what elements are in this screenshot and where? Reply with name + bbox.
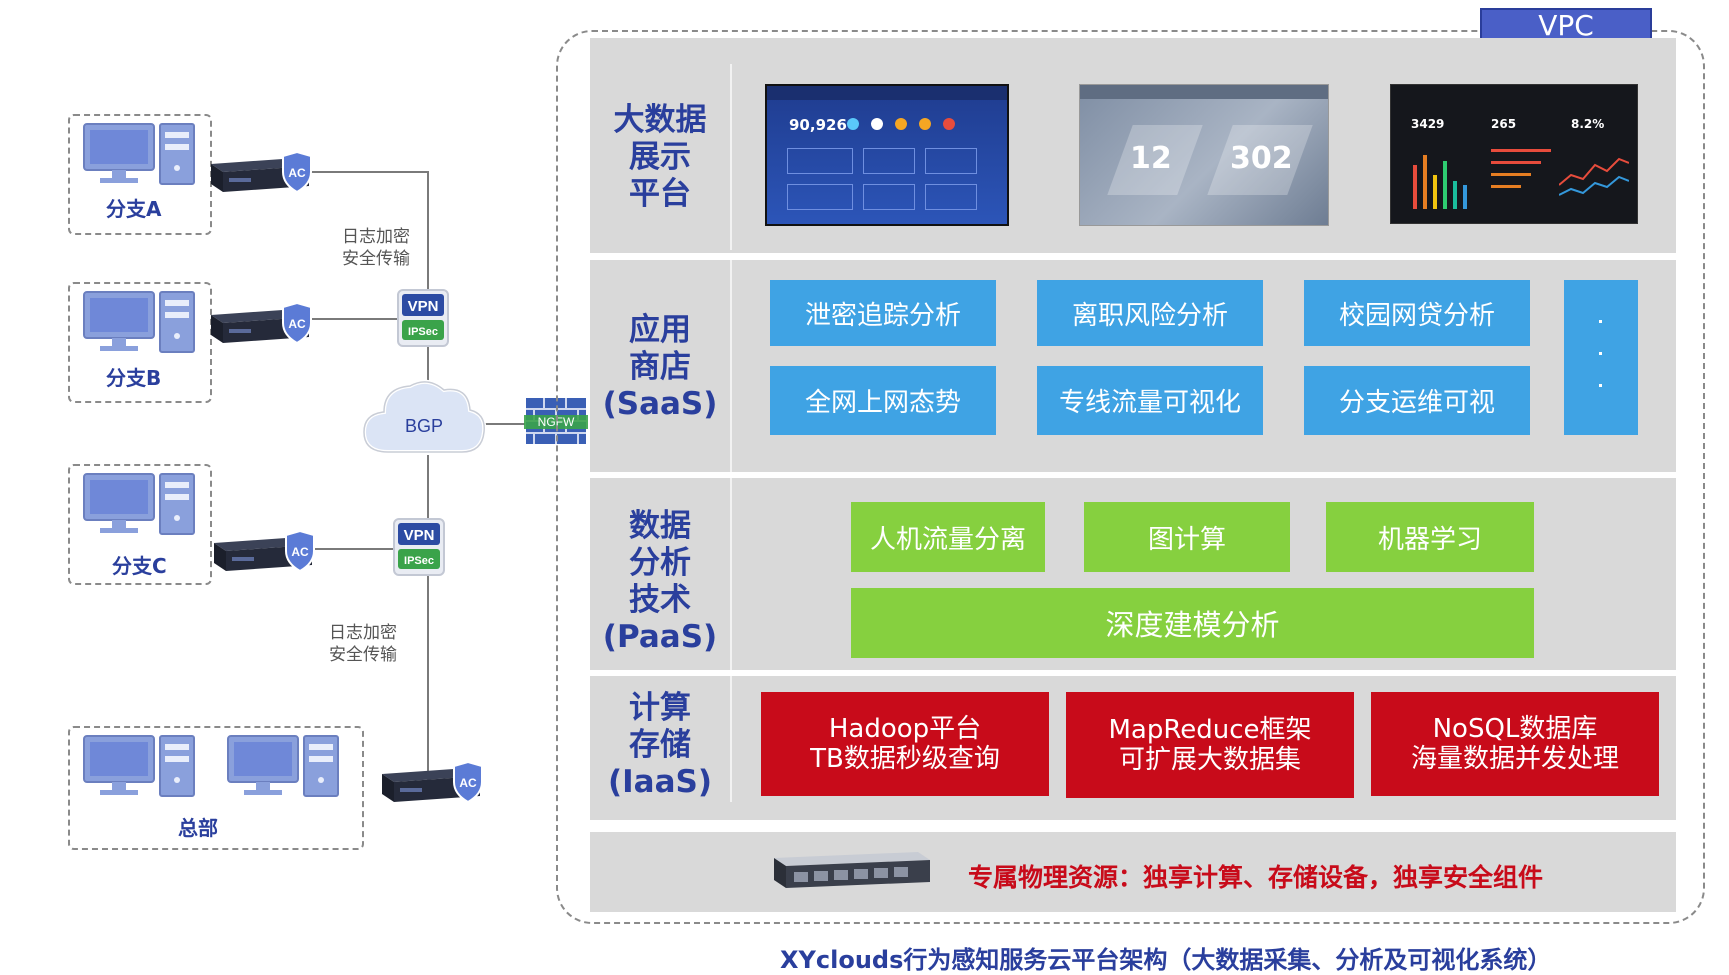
saas-app-box: 分支运维可视	[1304, 366, 1530, 435]
layer-divider	[730, 478, 732, 670]
title-line: 数据	[629, 508, 691, 544]
vpn-ipsec-icon: VPN IPSec	[393, 518, 445, 576]
log-note-bottom: 日志加密 安全传输	[323, 622, 403, 666]
layer-physical	[590, 832, 1676, 912]
rack-server-icon	[774, 852, 930, 888]
note-line: 日志加密	[329, 623, 397, 643]
title-line: 技术	[629, 582, 691, 618]
layer-divider	[730, 64, 732, 250]
title-line: 应用	[629, 312, 691, 348]
iaas-line: NoSQL数据库	[1432, 714, 1598, 744]
layer-divider	[730, 260, 732, 472]
branch-b-box	[68, 282, 212, 403]
screen-metric: 302	[1230, 141, 1293, 176]
paas-deep-modeling-box: 深度建模分析	[851, 588, 1534, 658]
headquarters-box	[68, 726, 364, 850]
dashboard-screenshot-2: 12 302	[1079, 84, 1329, 226]
title-line: 商店	[629, 349, 691, 385]
saas-app-box: 离职风险分析	[1037, 280, 1263, 346]
layer-title: 应用 商店 (SaaS)	[590, 312, 730, 423]
ac-text: AC	[291, 545, 309, 559]
saas-app-box: 专线流量可视化	[1037, 366, 1263, 435]
ac-text: AC	[459, 776, 477, 790]
iaas-component-box: MapReduce框架 可扩展大数据集	[1066, 692, 1354, 798]
bgp-cloud-icon: BGP	[361, 379, 487, 454]
screen-metric: 265	[1491, 117, 1517, 131]
desktop-computer-icon	[83, 123, 195, 185]
screen-metric: 90,926	[789, 116, 847, 134]
branch-a-label: 分支A	[106, 197, 162, 221]
line-cloud-firewall	[485, 423, 525, 425]
saas-app-box: 全网上网态势	[770, 366, 996, 435]
vpn-text: VPN	[408, 298, 439, 315]
note-line: 安全传输	[342, 249, 410, 269]
iaas-line: 海量数据并发处理	[1410, 744, 1619, 774]
vpc-frame	[556, 30, 1705, 924]
note-line: 日志加密	[342, 227, 410, 247]
title-line: (IaaS)	[607, 764, 713, 800]
paas-tech-box: 机器学习	[1326, 502, 1534, 572]
ac-gateway-icon: AC	[382, 760, 483, 804]
line-a-horizontal	[300, 171, 428, 173]
line-trunk-bottom	[427, 455, 429, 785]
line-b-horizontal	[300, 318, 400, 320]
ac-text: AC	[288, 317, 306, 331]
vpn-text: VPN	[404, 527, 435, 544]
line-trunk-top	[427, 171, 429, 401]
layer-title: 数据 分析 技术 (PaaS)	[590, 508, 730, 656]
paas-tech-box: 图计算	[1084, 502, 1290, 572]
branch-c-label: 分支C	[112, 554, 167, 578]
saas-app-box: 校园网贷分析	[1304, 280, 1530, 346]
ac-gateway-icon: AC	[211, 150, 312, 194]
iaas-line: 可扩展大数据集	[1118, 745, 1301, 775]
desktop-computer-icon	[83, 735, 195, 797]
branch-c-box	[68, 464, 212, 585]
title-line: (PaaS)	[602, 619, 718, 655]
dashboard-screenshot-1: 90,926	[765, 84, 1009, 226]
title-line: (SaaS)	[602, 386, 718, 422]
title-line: 计算	[629, 690, 691, 726]
physical-resource-text: 专属物理资源：独享计算、存储设备，独享安全组件	[968, 863, 1544, 892]
note-line: 安全传输	[329, 645, 397, 665]
log-note-top: 日志加密 安全传输	[336, 226, 416, 270]
layer-display: 大数据 展示 平台 90,926 12 302 3429 265 8.2%	[590, 38, 1676, 253]
title-line: 平台	[629, 176, 691, 212]
screen-metric: 3429	[1411, 117, 1445, 131]
iaas-line: MapReduce框架	[1108, 715, 1312, 745]
layer-title: 计算 存储 (IaaS)	[590, 690, 730, 801]
title-line: 展示	[629, 139, 691, 175]
screen-metric: 8.2%	[1571, 117, 1605, 131]
iaas-component-box: NoSQL数据库 海量数据并发处理	[1371, 692, 1659, 796]
paas-tech-box: 人机流量分离	[851, 502, 1045, 572]
ipsec-text: IPSec	[404, 555, 434, 567]
vpn-ipsec-icon: VPN IPSec	[397, 289, 449, 347]
bgp-text: BGP	[405, 416, 443, 436]
iaas-line: Hadoop平台	[828, 714, 982, 744]
title-line: 存储	[629, 727, 691, 763]
diagram-caption: XYclouds行为感知服务云平台架构（大数据采集、分析及可视化系统）	[780, 946, 1552, 974]
layer-divider	[730, 676, 732, 802]
desktop-computer-icon	[83, 291, 195, 353]
saas-app-box: 泄密追踪分析	[770, 280, 996, 346]
ac-gateway-icon: AC	[211, 301, 312, 345]
title-line: 大数据	[613, 102, 707, 138]
dashboard-screenshot-3: 3429 265 8.2%	[1390, 84, 1638, 224]
ipsec-text: IPSec	[408, 326, 438, 338]
layer-title: 大数据 展示 平台	[590, 102, 730, 213]
title-line: 分析	[629, 545, 691, 581]
ac-gateway-icon: AC	[214, 529, 315, 573]
more-apps-box	[1564, 280, 1638, 435]
screen-metric: 12	[1130, 141, 1172, 176]
headquarters-label: 总部	[178, 816, 218, 840]
desktop-computer-icon	[227, 735, 339, 797]
branch-b-label: 分支B	[106, 366, 162, 390]
iaas-component-box: Hadoop平台 TB数据秒级查询	[761, 692, 1049, 796]
ac-text: AC	[288, 166, 306, 180]
iaas-line: TB数据秒级查询	[810, 744, 1000, 774]
line-c-horizontal	[305, 548, 400, 550]
desktop-computer-icon	[83, 473, 195, 535]
